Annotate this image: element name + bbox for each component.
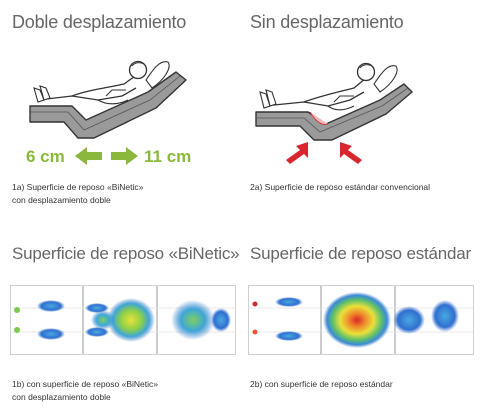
red-pressure-arrow-left-icon	[286, 142, 308, 164]
caption-1b-line-1: 1b) con superficie de reposo «BiNetic»	[12, 379, 158, 389]
caption-2b-line-1: 2b) con superficie de reposo estándar	[250, 379, 393, 389]
right-displacement-label: 11 cm	[144, 147, 192, 166]
bottom-right-title: Superficie de reposo estándar	[250, 244, 472, 263]
caption-1a: 1a) Superficie de reposo «BiNetic» con d…	[12, 181, 143, 207]
caption-2b: 2b) con superficie de reposo estándar	[250, 378, 393, 391]
top-right-title: Sin desplazamiento	[250, 12, 404, 32]
caption-1a-line-1: 1a) Superficie de reposo «BiNetic»	[12, 182, 144, 192]
caption-1a-line-2: con desplazamiento doble	[12, 195, 111, 205]
caption-2a: 2a) Superficie de reposo estándar conven…	[250, 181, 430, 194]
top-left-title: Doble desplazamiento	[12, 12, 187, 32]
bed-illustration-no-displacement	[255, 62, 413, 141]
caption-1b: 1b) con superficie de reposo «BiNetic» c…	[12, 378, 158, 404]
caption-2a-line-1: 2a) Superficie de reposo estándar conven…	[250, 182, 431, 192]
right-arrow-icon	[111, 147, 138, 165]
caption-1b-line-2: con desplazamiento doble	[12, 392, 111, 402]
red-pressure-arrow-right-icon	[340, 142, 362, 164]
pressure-map-binetic	[10, 285, 236, 355]
bed-illustration-double-displacement	[29, 60, 187, 139]
left-arrow-icon	[75, 147, 102, 165]
bottom-left-title: Superficie de reposo «BiNetic»	[12, 244, 240, 263]
left-displacement-label: 6 cm	[26, 147, 65, 166]
pressure-map-standard	[248, 285, 474, 355]
